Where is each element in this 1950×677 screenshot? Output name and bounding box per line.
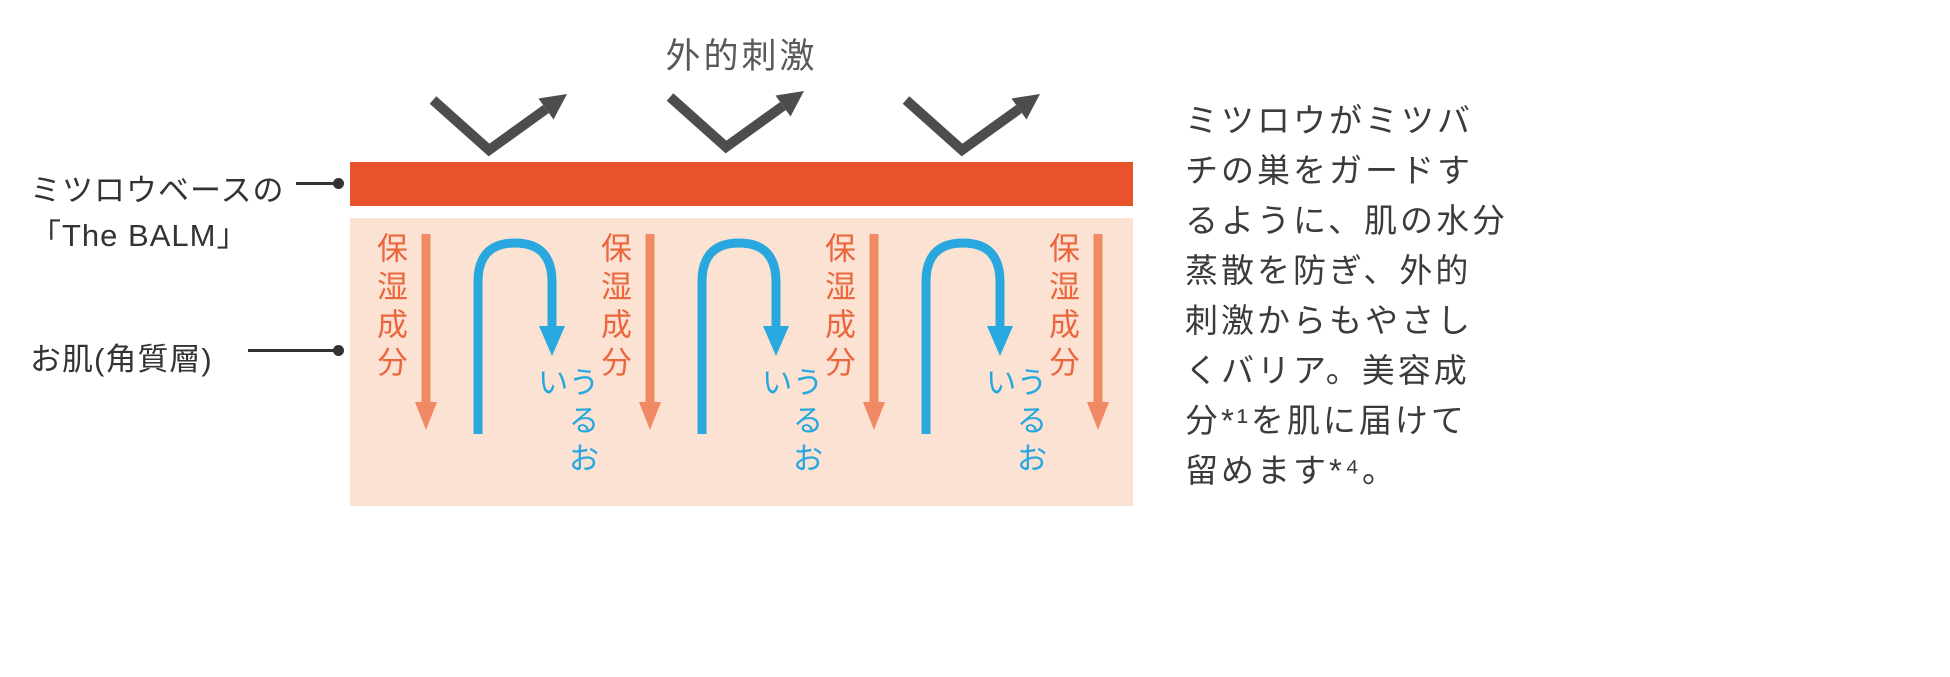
deflect-arrow-icon: [666, 91, 804, 154]
deflect-arrow-icon: [902, 94, 1040, 157]
moisture-label: 保湿成分: [372, 232, 407, 384]
external-stimulus-label: 外的刺激: [665, 37, 818, 76]
balm-label-line2: 「The BALM」: [30, 218, 249, 253]
description-line: くバリア。美容成: [1185, 352, 1470, 389]
moisture-label: 保湿成分: [596, 232, 631, 384]
balm-leader-line: [296, 178, 344, 189]
skin-layer-block: 保湿成分 うるおい 保湿成分: [350, 218, 1133, 506]
hydration-group: うるおい: [692, 232, 823, 506]
description-line: 分*¹を肌に届けて: [1185, 402, 1467, 439]
skin-label: お肌(角質層): [30, 342, 213, 377]
balm-layer-bar: [350, 162, 1133, 206]
down-arrow-icon: [639, 234, 661, 430]
skin-leader-line: [248, 345, 344, 356]
description-text: ミツロウがミツバ チの巣をガードす るように、肌の水分 蒸散を防ぎ、外的 刺激か…: [1185, 96, 1605, 496]
uturn-arrow-icon: [697, 238, 789, 434]
hydration-label: うるおい: [980, 366, 1047, 480]
moisture-label: 保湿成分: [820, 232, 855, 384]
hydration-label: うるおい: [532, 366, 599, 480]
description-line: ミツロウがミツバ: [1185, 102, 1473, 139]
moisture-group: 保湿成分: [372, 232, 437, 506]
description-line: チの巣をガードす: [1185, 152, 1473, 189]
moisture-group: 保湿成分: [1044, 232, 1109, 506]
leader-dot: [333, 178, 344, 189]
moisture-label: 保湿成分: [1044, 232, 1079, 384]
description-line: 蒸散を防ぎ、外的: [1185, 252, 1472, 289]
moisture-group: 保湿成分: [596, 232, 661, 506]
uturn-arrow-icon: [473, 238, 565, 434]
description-line: 留めます*⁴。: [1185, 452, 1399, 489]
down-arrow-icon: [415, 234, 437, 430]
leader-line: [296, 182, 336, 185]
hydration-group: うるおい: [468, 232, 599, 506]
moisture-group: 保湿成分: [820, 232, 885, 506]
deflect-arrow-icon: [429, 94, 567, 157]
leader-line: [248, 349, 336, 352]
leader-dot: [333, 345, 344, 356]
down-arrow-icon: [1087, 234, 1109, 430]
uturn-arrow-icon: [921, 238, 1013, 434]
hydration-label: うるおい: [756, 366, 823, 480]
description-line: 刺激からもやさし: [1185, 302, 1473, 339]
hydration-group: うるおい: [916, 232, 1047, 506]
balm-label-line1: ミツロウベースの: [30, 173, 285, 208]
down-arrow-icon: [863, 234, 885, 430]
description-line: るように、肌の水分: [1185, 202, 1509, 239]
